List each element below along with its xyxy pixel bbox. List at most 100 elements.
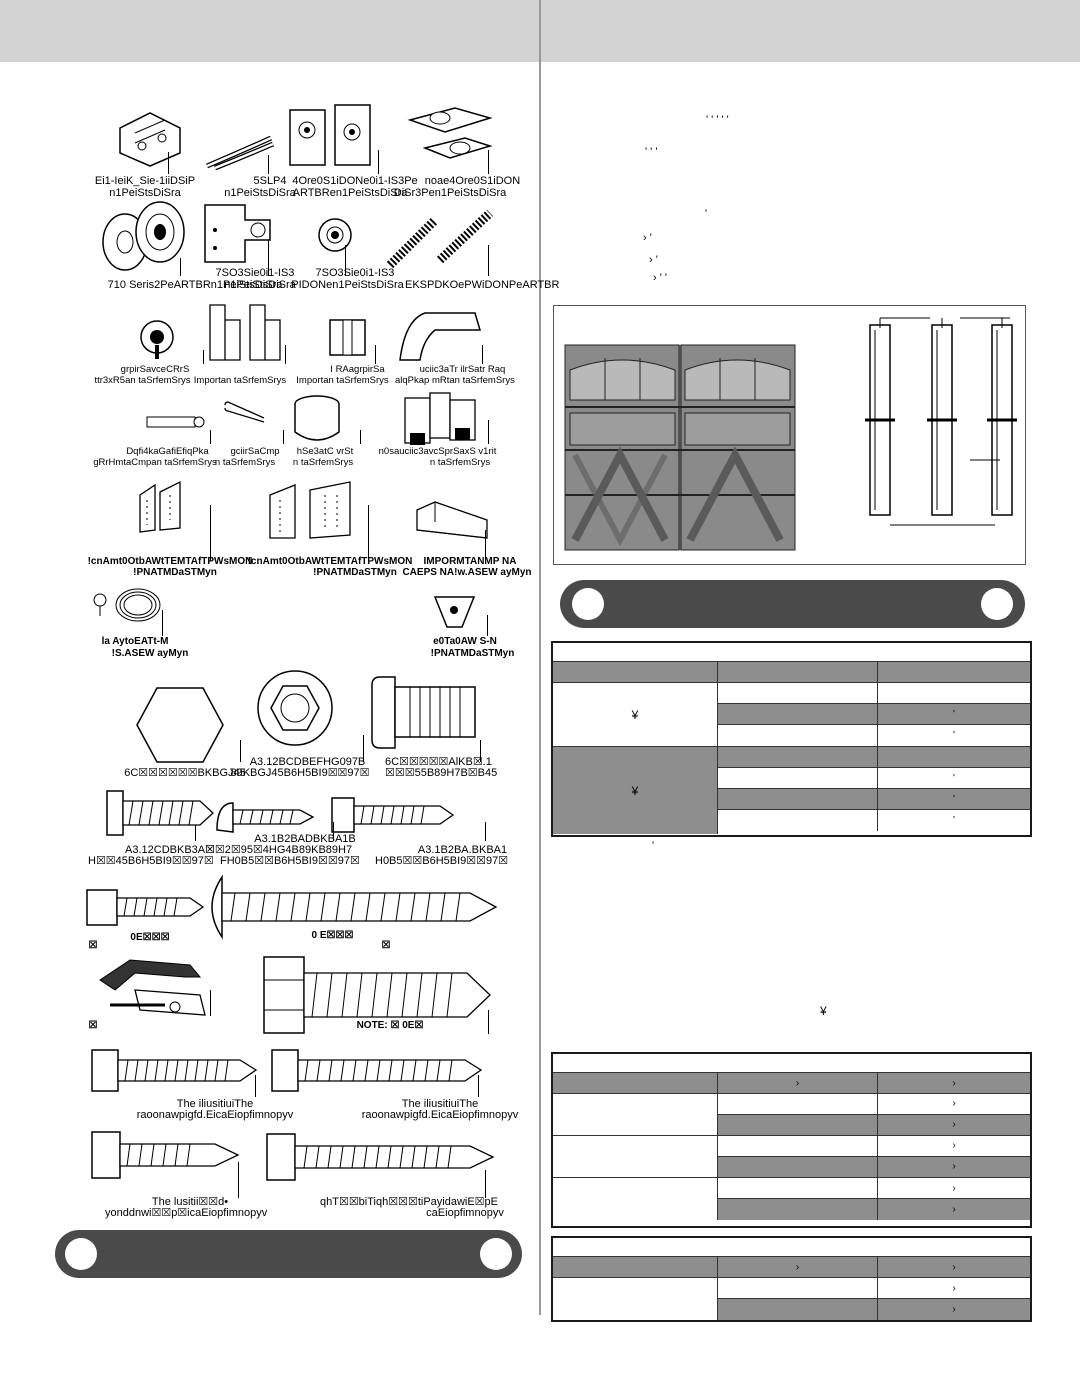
table-row	[718, 683, 1030, 704]
text-mark: ' ' ' ' '	[706, 114, 729, 126]
table-row: ›	[718, 1299, 1030, 1320]
part-label: 0 E☒☒☒	[311, 930, 354, 941]
part-label: gciirSaCmp	[230, 446, 280, 457]
text-mark: › ' '	[653, 272, 667, 284]
part-label: n taSrfemSrys	[292, 457, 354, 468]
part-label: yonddnwi☒☒p☒icaEiopfimnopyv	[105, 1207, 268, 1219]
banner-dot-left	[65, 1238, 97, 1270]
part-label: A3.12BCDBEFHG097B	[249, 756, 366, 768]
end-bearing-plate-illustration	[289, 104, 371, 166]
hex-lag-screw-long-illustration	[266, 1133, 495, 1181]
table-caption	[553, 1238, 1030, 1257]
part-label: !cnAmt0OtbAWtTEMTAfTPWsMON	[247, 556, 413, 567]
part-label: 7SO3Sie0i1-IS3	[315, 267, 395, 279]
hex-lag-screw-illustration	[86, 889, 205, 926]
part-label: 7SO3Sie0i1-IS3	[215, 267, 295, 279]
hex-bolt-illustration	[91, 1049, 258, 1092]
part-label: PIDONen1PeiStsDiSra	[291, 279, 404, 291]
table-cell: ¥	[553, 747, 718, 834]
part-label: 89KBGJ45B6H5BI9☒☒97☒	[230, 767, 370, 779]
table-caption	[553, 1054, 1030, 1073]
part-label: ☒☒2☒95☒4HG4B89KB89H7	[205, 844, 353, 856]
yen-note: ¥	[820, 1004, 827, 1018]
spec-table-2: › › › › › › › ›	[551, 1052, 1032, 1228]
table-row: ›	[718, 1178, 1030, 1199]
table-row: ›	[718, 1136, 1030, 1157]
part-label: 5SLP4	[253, 175, 287, 187]
part-label: n1PeiStsDiSra	[224, 187, 296, 199]
part-label: A3.1B2BADBKBA1B	[254, 833, 356, 845]
part-label: A3.12CDBKB3A☒	[125, 844, 215, 856]
part-label: FH0B5☒☒B6H5BI9☒☒97☒	[220, 855, 360, 867]
table-header-row: › ›	[553, 1257, 1030, 1278]
track-assembly-illustration	[865, 317, 1017, 526]
drum-illustration	[102, 201, 185, 271]
self-drilling-screw-illustration	[91, 1131, 240, 1179]
table-header-row	[553, 662, 1030, 683]
part-label: The lusitii☒☒d•	[151, 1196, 229, 1208]
table-row: '	[718, 725, 1030, 746]
banner-dot-right	[480, 1238, 512, 1270]
banner-dot-left	[572, 588, 604, 620]
part-label: Importan taSrfemSrys	[296, 375, 389, 386]
hex-screw-illustration	[331, 797, 455, 833]
strut-bracket-illustration	[139, 480, 181, 533]
text-mark: ' ' '	[645, 146, 658, 158]
text-mark: › '	[643, 232, 652, 244]
hex-bolt-illustration	[271, 1049, 483, 1092]
cable-illustration	[206, 135, 274, 171]
cotter-pin-illustration	[224, 401, 265, 423]
flange-nut-illustration	[257, 670, 333, 746]
bracket-illustration	[119, 112, 181, 167]
sleeve-illustration	[294, 395, 340, 441]
hinge-illustration	[209, 304, 281, 361]
roller-illustration	[140, 320, 174, 359]
banner-dot-right	[981, 588, 1013, 620]
part-label: uciic3aTr ilrSatr Raq	[419, 364, 506, 375]
part-label: CAEPS NA!w.ASEW ayMyn	[402, 567, 532, 578]
part-label: gRrHmtaCmpan taSrfemSrys	[93, 457, 217, 468]
step-plate-illustration	[433, 596, 476, 628]
handle-illustration	[399, 312, 482, 361]
header-bar-left	[0, 0, 539, 62]
table-row	[718, 747, 1030, 768]
header-bar-right	[541, 0, 1080, 62]
table-row: ›	[718, 1278, 1030, 1299]
part-label: NOTE: ☒ 0E☒	[356, 1020, 424, 1031]
part-label: n taSrfemSrys	[429, 457, 491, 468]
part-label: hSe3atC vrSt	[296, 446, 354, 457]
part-label: e0Ta0AW S-N	[433, 636, 497, 647]
rope-illustration	[93, 588, 161, 622]
hex-lag-bolt-large-illustration	[263, 956, 491, 1034]
truss-lag-screw-illustration	[211, 874, 498, 940]
part-label: grpirSavceCRrS	[120, 364, 190, 375]
part-label: Ei1-IeiK_Sie-1iiDSiP	[94, 175, 196, 187]
part-label: alqPkap mRtan taSrfemSrys	[395, 375, 515, 386]
pin-illustration	[146, 416, 205, 428]
text-mark: '	[705, 208, 708, 220]
part-label: I RAagrpirSa	[330, 364, 385, 375]
spec-table-3: › › › ›	[551, 1236, 1032, 1322]
part-label: n0sauciic3avcSprSaxS v1rit	[378, 446, 497, 457]
table-row: '	[718, 810, 1030, 831]
part-label: ☒☒☒55B89H7B☒B45	[385, 767, 498, 779]
part-label: A3.1B2BA.BKBA1	[417, 844, 508, 856]
strut-bracket-large-illustration	[269, 481, 351, 539]
part-label: la AytoEATt-M	[101, 636, 169, 647]
table-group: ¥ ' '	[553, 683, 1030, 747]
part-label: 710 Seris2PeARTBRn1PeiStsDiSra	[107, 279, 283, 291]
hinge-single-illustration	[329, 319, 366, 356]
part-label: ☒	[88, 940, 98, 951]
part-label: The iliusitiuiThe	[401, 1098, 479, 1110]
bearing-illustration	[318, 218, 352, 252]
part-label: IMPORMTANMP NA	[423, 556, 517, 567]
text-mark: › '	[649, 254, 658, 266]
part-label: qhT☒☒biTiqh☒☒☒tiPayidawiE☒pE	[320, 1196, 498, 1208]
part-label: !S.ASEW ayMyn	[111, 648, 189, 659]
part-label: 4Ore0S1iDONe0i1-IS3Pe	[292, 175, 418, 187]
table-group: › ›	[553, 1178, 1030, 1220]
spring-illustration	[386, 209, 494, 269]
door-figure-frame	[553, 305, 1026, 565]
part-label: raoonawpigfd.EicaEiopfimnopyv	[361, 1109, 519, 1121]
part-label: !PNATMDaSTMyn	[430, 648, 515, 659]
